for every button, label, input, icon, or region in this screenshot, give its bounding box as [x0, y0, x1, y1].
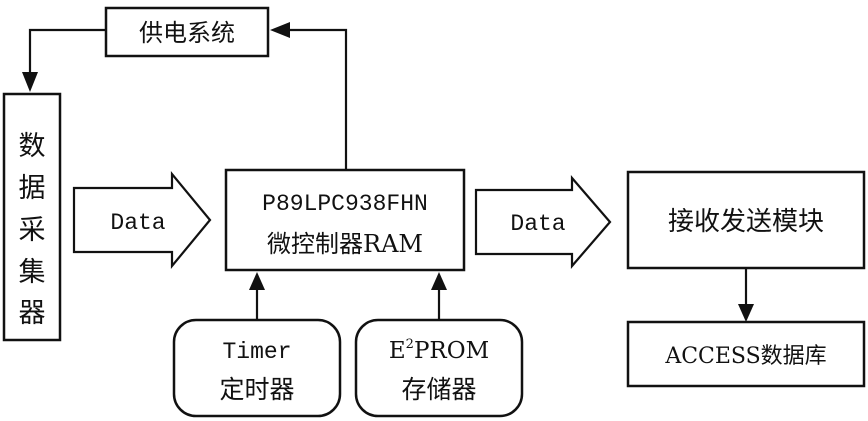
- eeprom-chinese-label: 存储器: [401, 375, 476, 404]
- data-flow-arrow-left: Data: [72, 170, 212, 270]
- power-to-collector-arrowhead: [22, 72, 38, 92]
- power-supply-block: 供电系统: [104, 6, 270, 58]
- transceiver-to-db-arrowhead: [738, 304, 754, 322]
- eeprom-suffix: PROM: [414, 338, 489, 364]
- database-block: ACCESS数据库: [626, 320, 866, 388]
- data-collector-box: [2, 92, 62, 342]
- microcontroller-block: P89LPC938FHN 微控制器RAM: [224, 168, 466, 272]
- microcontroller-model: P89LPC938FHN: [262, 191, 428, 217]
- power-to-collector-arrow: [28, 28, 106, 82]
- data-flow-arrow-left-shape: [72, 170, 212, 270]
- data-collector-char-1: 数: [19, 131, 46, 162]
- data-flow-arrow-right: Data: [474, 175, 612, 269]
- data-collector-char-2: 据: [19, 173, 46, 204]
- database-box: [626, 320, 866, 388]
- eeprom-to-mcu-arrowhead: [431, 272, 447, 290]
- database-label: ACCESS数据库: [664, 344, 826, 369]
- eeprom-prefix: E: [389, 338, 406, 364]
- timer-chinese-label: 定时器: [219, 375, 294, 404]
- power-supply-box: [104, 6, 270, 58]
- eeprom-block: E2PROM 存储器: [354, 318, 524, 418]
- mcu-to-power-arrowhead: [270, 22, 290, 38]
- data-collector-char-5: 器: [19, 298, 46, 329]
- data-collector-char-4: 集: [19, 257, 46, 288]
- timer-english-label: Timer: [222, 339, 291, 365]
- transceiver-box: [626, 170, 866, 270]
- mcu-to-power-arrow: [286, 28, 348, 170]
- timer-block: Timer 定时器: [172, 318, 342, 418]
- data-flow-left-label: Data: [110, 210, 165, 236]
- data-flow-right-label: Data: [510, 211, 565, 237]
- microcontroller-box: [224, 168, 466, 272]
- timer-to-mcu-arrowhead: [249, 272, 265, 290]
- power-supply-label: 供电系统: [139, 19, 235, 47]
- eeprom-label: E2PROM: [389, 337, 489, 364]
- data-collector-char-3: 采: [19, 215, 46, 246]
- data-collector-block: 数 据 采 集 器: [2, 92, 62, 342]
- transceiver-block: 接收发送模块: [626, 170, 866, 270]
- microcontroller-label: 微控制器RAM: [267, 230, 423, 258]
- transceiver-label: 接收发送模块: [668, 207, 824, 237]
- data-flow-arrow-right-shape: [474, 175, 612, 269]
- eeprom-superscript: 2: [406, 337, 414, 352]
